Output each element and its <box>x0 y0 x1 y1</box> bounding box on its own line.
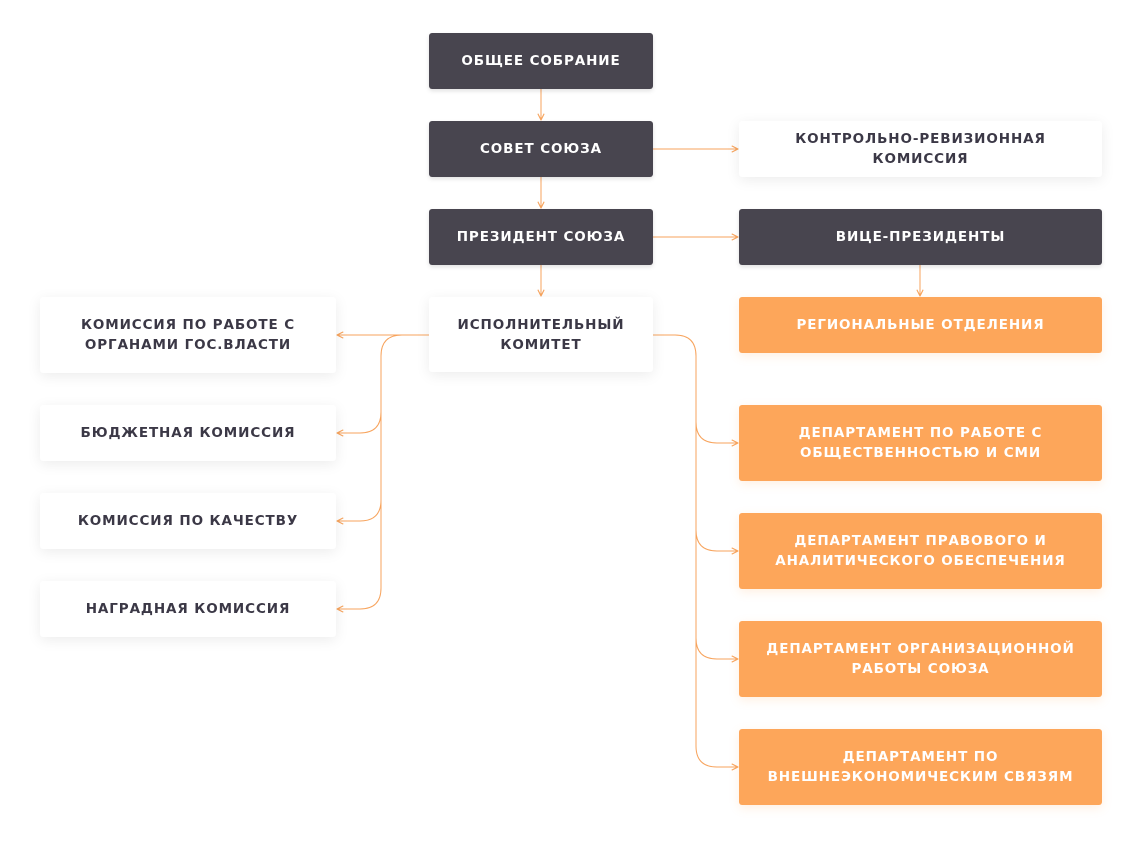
node-label-line2: РАБОТЫ СОЮЗА <box>851 661 990 677</box>
connector-left-trunk <box>380 334 429 588</box>
node-vice-presidents: ВИЦЕ-ПРЕЗИДЕНТЫ <box>739 209 1102 265</box>
connector-executive-to-commission-3 <box>337 587 382 609</box>
node-label: БЮДЖЕТНАЯ КОМИССИЯ <box>80 425 296 441</box>
node-department: ДЕПАРТАМЕНТ ПО РАБОТЕ С ОБЩЕСТВЕННОСТЬЮ … <box>739 405 1102 481</box>
node-label-line2: ОРГАНАМИ ГОС.ВЛАСТИ <box>84 337 292 353</box>
node-label-line1: ДЕПАРТАМЕНТ ПО <box>842 749 999 765</box>
node-label-line1: ДЕПАРТАМЕНТ ПО РАБОТЕ С <box>798 425 1043 441</box>
node-general-assembly: ОБЩЕЕ СОБРАНИЕ <box>429 33 653 89</box>
connector-executive-to-commission-2 <box>337 499 382 521</box>
node-union-council: СОВЕТ СОЮЗА <box>429 121 653 177</box>
node-label-line2: АНАЛИТИЧЕСКОГО ОБЕСПЕЧЕНИЯ <box>775 553 1066 569</box>
node-label-line2: ВНЕШНЕЭКОНОМИЧЕСКИМ СВЯЗЯМ <box>767 769 1074 785</box>
node-department: ДЕПАРТАМЕНТ ПО ВНЕШНЕЭКОНОМИЧЕСКИМ СВЯЗЯ… <box>739 729 1102 805</box>
node-label: ВИЦЕ-ПРЕЗИДЕНТЫ <box>835 229 1006 245</box>
node-commission: КОМИССИЯ ПО КАЧЕСТВУ <box>40 493 336 549</box>
node-department: ДЕПАРТАМЕНТ ОРГАНИЗАЦИОННОЙ РАБОТЫ СОЮЗА <box>739 621 1102 697</box>
connector-executive-to-commission-1 <box>337 411 382 433</box>
node-label: РЕГИОНАЛЬНЫЕ ОТДЕЛЕНИЯ <box>796 317 1045 333</box>
node-commission: КОМИССИЯ ПО РАБОТЕ С ОРГАНАМИ ГОС.ВЛАСТИ <box>40 297 336 373</box>
node-audit-commission: КОНТРОЛЬНО-РЕВИЗИОННАЯ КОМИССИЯ <box>739 121 1102 177</box>
node-label-line1: ДЕПАРТАМЕНТ ОРГАНИЗАЦИОННОЙ <box>766 641 1075 657</box>
node-label: СОВЕТ СОЮЗА <box>480 141 602 157</box>
node-label: ПРЕЗИДЕНТ СОЮЗА <box>456 229 626 245</box>
node-label-line2: КОМИТЕТ <box>500 336 582 353</box>
connector-executive-to-dept-1 <box>695 529 738 551</box>
node-label-line1: ДЕПАРТАМЕНТ ПРАВОВОГО И <box>794 533 1047 549</box>
node-label: КОМИССИЯ ПО КАЧЕСТВУ <box>77 513 299 529</box>
node-commission: БЮДЖЕТНАЯ КОМИССИЯ <box>40 405 336 461</box>
node-executive-committee: ИСПОЛНИТЕЛЬНЫЙ КОМИТЕТ <box>429 297 653 372</box>
node-label: ОБЩЕЕ СОБРАНИЕ <box>461 53 621 69</box>
connector-executive-to-dept-0 <box>695 421 738 443</box>
connector-executive-to-dept-2 <box>695 637 738 659</box>
node-commission: НАГРАДНАЯ КОМИССИЯ <box>40 581 336 637</box>
node-label: НАГРАДНАЯ КОМИССИЯ <box>85 601 291 617</box>
node-department: ДЕПАРТАМЕНТ ПРАВОВОГО И АНАЛИТИЧЕСКОГО О… <box>739 513 1102 589</box>
node-label: КОНТРОЛЬНО-РЕВИЗИОННАЯ КОМИССИЯ <box>795 131 1046 167</box>
node-union-president: ПРЕЗИДЕНТ СОЮЗА <box>429 209 653 265</box>
node-label-line1: КОМИССИЯ ПО РАБОТЕ С <box>80 317 296 333</box>
connector-right-trunk <box>653 334 697 746</box>
node-label-line2: ОБЩЕСТВЕННОСТЬЮ И СМИ <box>799 445 1042 461</box>
node-label-line1: ИСПОЛНИТЕЛЬНЫЙ <box>457 316 625 333</box>
node-regional-branches: РЕГИОНАЛЬНЫЕ ОТДЕЛЕНИЯ <box>739 297 1102 353</box>
connector-executive-to-dept-3 <box>695 745 738 767</box>
